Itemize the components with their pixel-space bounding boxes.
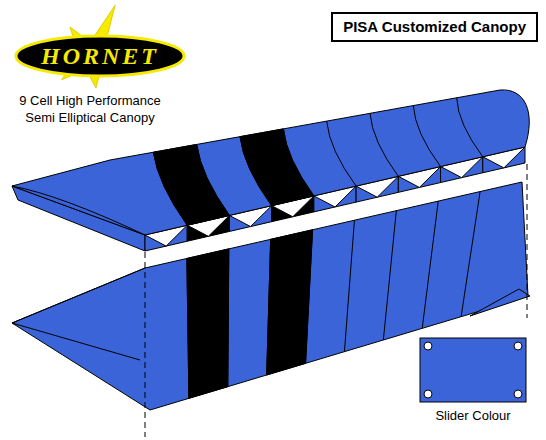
rib-seam <box>240 137 272 206</box>
bottom-skin <box>12 182 528 410</box>
rib-seam <box>461 192 480 317</box>
rib-seam <box>197 144 230 215</box>
dashed-guide <box>145 252 146 437</box>
colour-band <box>240 129 314 206</box>
rib-seam <box>370 113 398 176</box>
swatch-caption: Slider Colour <box>435 408 510 424</box>
lower-canopy <box>12 182 530 410</box>
logo-ellipse: HORNET <box>14 34 186 78</box>
rib-seam <box>267 239 271 375</box>
colour-band <box>153 144 229 225</box>
logo-ring <box>16 36 184 76</box>
stabilizer-seam <box>12 323 140 360</box>
grommet <box>514 342 522 350</box>
rib-seam <box>187 258 189 398</box>
swatch-drawing <box>416 334 530 406</box>
dashed-guide <box>527 164 528 318</box>
rib-seam <box>153 152 187 225</box>
rib-seam <box>327 121 356 186</box>
rib-seam <box>228 249 229 387</box>
colour-band <box>267 230 313 375</box>
grommet <box>424 390 432 398</box>
rib-seam <box>383 211 396 340</box>
alignment-lines <box>145 164 527 437</box>
grommet <box>514 390 522 398</box>
rib-seam <box>457 98 483 157</box>
slider-swatch: Slider Colour <box>416 334 530 424</box>
rib-seam <box>344 220 354 351</box>
tip-flap <box>470 289 530 316</box>
title-box: PISA Customized Canopy <box>331 12 538 42</box>
colour-band <box>187 249 229 398</box>
rib-seam <box>283 129 314 196</box>
grommet <box>424 342 432 350</box>
stabilizer-seam <box>12 268 145 323</box>
rib-seam <box>422 201 438 328</box>
title-text: PISA Customized Canopy <box>343 18 526 36</box>
slider-body <box>420 338 526 402</box>
brand-name: HORNET <box>41 42 159 70</box>
stabilizer-seam <box>12 186 145 235</box>
product-description: 9 Cell High Performance Semi Elliptical … <box>8 92 172 126</box>
rib-seam <box>413 106 440 167</box>
rib-seam <box>306 230 313 364</box>
